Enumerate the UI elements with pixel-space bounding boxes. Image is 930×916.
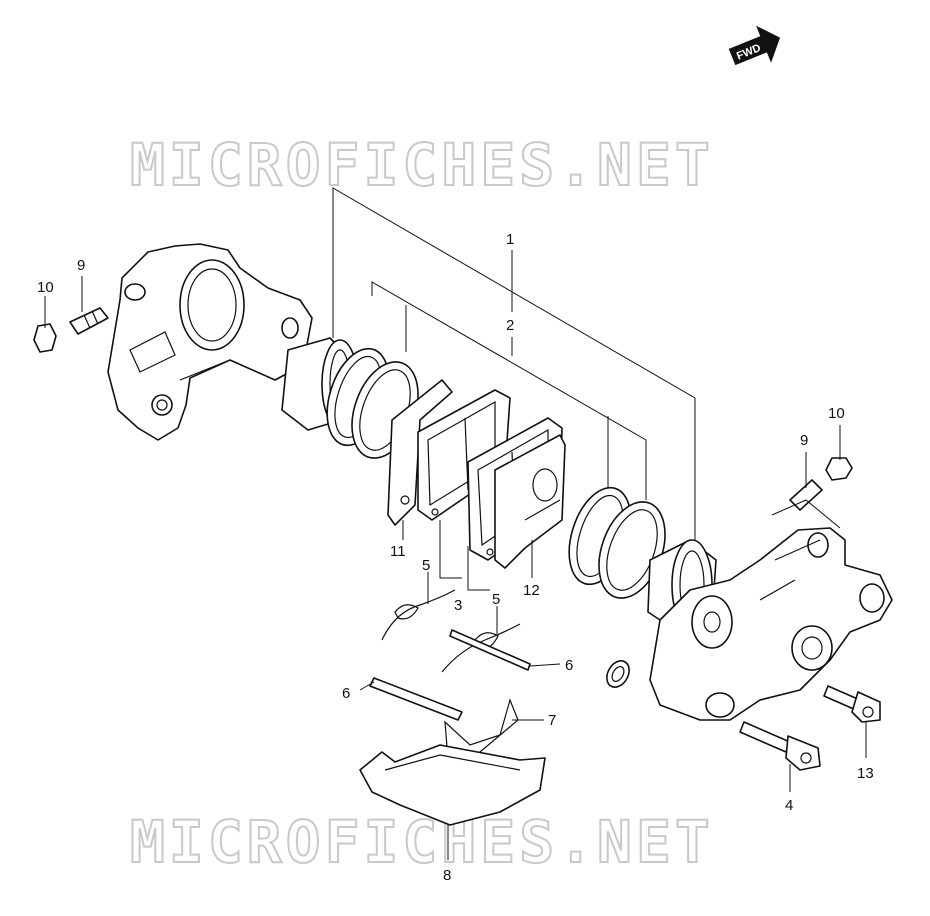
watermark-top: MICROFICHES.NET: [130, 131, 714, 199]
o-ring-small: [606, 660, 630, 688]
watermark-bottom: MICROFICHES.NET: [130, 808, 714, 876]
bleed-cap-left: [33, 323, 57, 353]
pad-clip-5a: [381, 589, 456, 641]
caliper-bolt-13: [823, 685, 881, 723]
callout-3: 3: [454, 597, 462, 614]
caliper-cover-8: [359, 744, 546, 826]
callout-9a: 9: [77, 257, 85, 274]
callout-2: 2: [506, 317, 514, 334]
callout-9b: 9: [800, 432, 808, 449]
callout-10a: 10: [37, 279, 54, 296]
leaders: [44, 276, 867, 860]
callout-1: 1: [506, 231, 514, 248]
pad-shim-12: [494, 434, 566, 569]
caliper-body-right: [649, 527, 893, 721]
callout-6a: 6: [565, 657, 573, 674]
assembly-bracket-2: [371, 281, 647, 500]
assembly-bracket-1: [332, 187, 696, 560]
bleed-valve-left: [69, 307, 109, 335]
callout-12: 12: [523, 582, 540, 599]
bleed-leader-right: [771, 499, 841, 529]
callout-7: 7: [548, 712, 556, 729]
callout-10b: 10: [828, 405, 845, 422]
caliper-body-left: [107, 243, 313, 441]
callout-8: 8: [443, 867, 451, 884]
fwd-arrow-icon: FWD: [728, 25, 781, 66]
callout-4: 4: [785, 797, 793, 814]
caliper-bolt-4: [739, 721, 821, 771]
callout-5a: 5: [422, 557, 430, 574]
callout-11: 11: [390, 543, 406, 560]
bleed-valve-right: [789, 479, 823, 511]
callout-5b: 5: [492, 591, 500, 608]
pad-pin-lower: [369, 677, 463, 721]
bleed-cap-right: [825, 457, 853, 481]
callout-6b: 6: [342, 685, 350, 702]
pad-pin-upper: [449, 629, 531, 671]
callout-13: 13: [857, 765, 874, 782]
